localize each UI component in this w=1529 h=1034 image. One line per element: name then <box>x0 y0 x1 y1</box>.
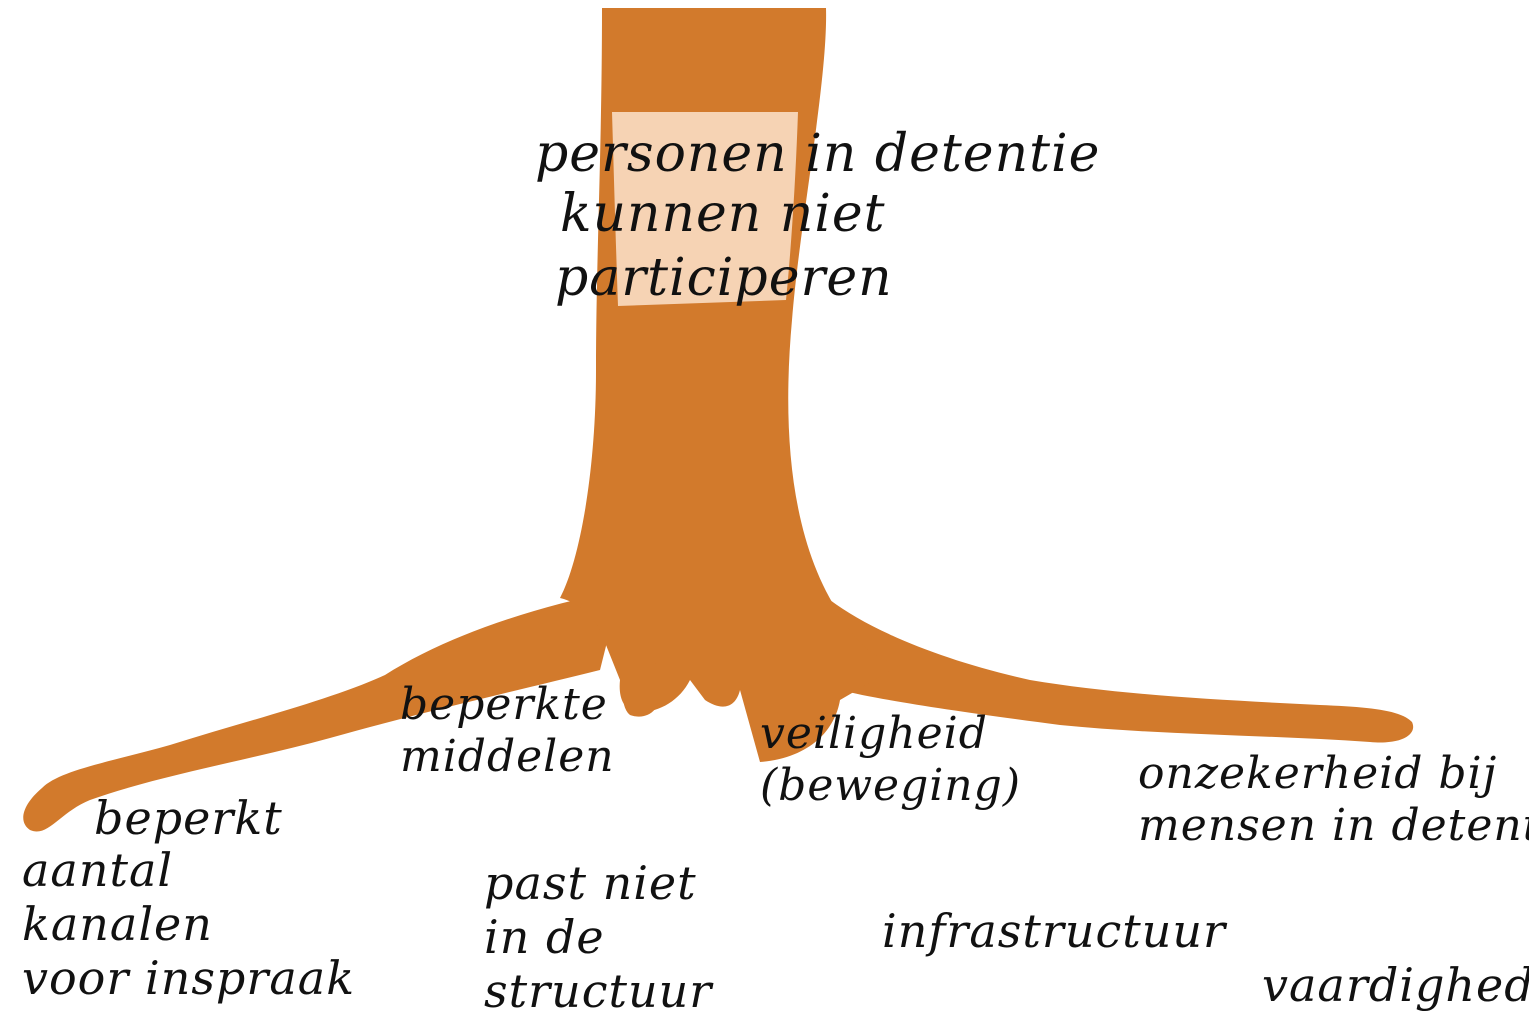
cause-line: middelen <box>400 731 615 782</box>
cause-line: voor inspraak <box>22 951 356 1005</box>
cause-line: mensen in detentie <box>1138 800 1529 851</box>
root-left <box>23 590 620 832</box>
problem-line-3: participeren <box>555 248 893 308</box>
cause-past-niet: past niet in de structuur <box>484 860 712 1014</box>
cause-line: beperkte <box>400 679 608 730</box>
cause-line: (beweging) <box>760 760 1021 811</box>
problem-line-2: kunnen niet <box>560 184 886 244</box>
cause-beperkte-middelen: beperkte middelen <box>400 683 615 779</box>
cause-line: vaardigheden <box>1262 958 1529 1012</box>
cause-line: aantal <box>22 843 174 897</box>
trunk-band <box>612 112 798 306</box>
cause-line: beperkt <box>94 791 283 845</box>
cause-line: in de <box>484 910 605 964</box>
cause-line: onzekerheid bij <box>1138 748 1498 799</box>
cause-infrastructuur: infrastructuur <box>882 908 1226 954</box>
cause-veiligheid: veiligheid (beweging) <box>760 712 1021 808</box>
cause-line: past niet <box>484 856 697 910</box>
cause-beperkt-aantal-kanalen: beperkt aantal kanalen voor inspraak <box>22 795 355 1001</box>
cause-line: structuur <box>484 964 713 1018</box>
cause-line: veiligheid <box>760 708 988 759</box>
cause-onzekerheid: onzekerheid bij mensen in detentie <box>1138 752 1529 848</box>
small-root-2 <box>695 638 743 696</box>
cause-vaardigheden: vaardigheden <box>1262 962 1529 1008</box>
problem-line-1: personen in detentie <box>535 124 1101 184</box>
problem-statement: personen in detentie kunnen niet partici… <box>535 128 1100 304</box>
cause-line: infrastructuur <box>882 904 1226 958</box>
small-root-1 <box>620 640 662 717</box>
root-right <box>830 600 1414 743</box>
cause-line: kanalen <box>22 897 213 951</box>
